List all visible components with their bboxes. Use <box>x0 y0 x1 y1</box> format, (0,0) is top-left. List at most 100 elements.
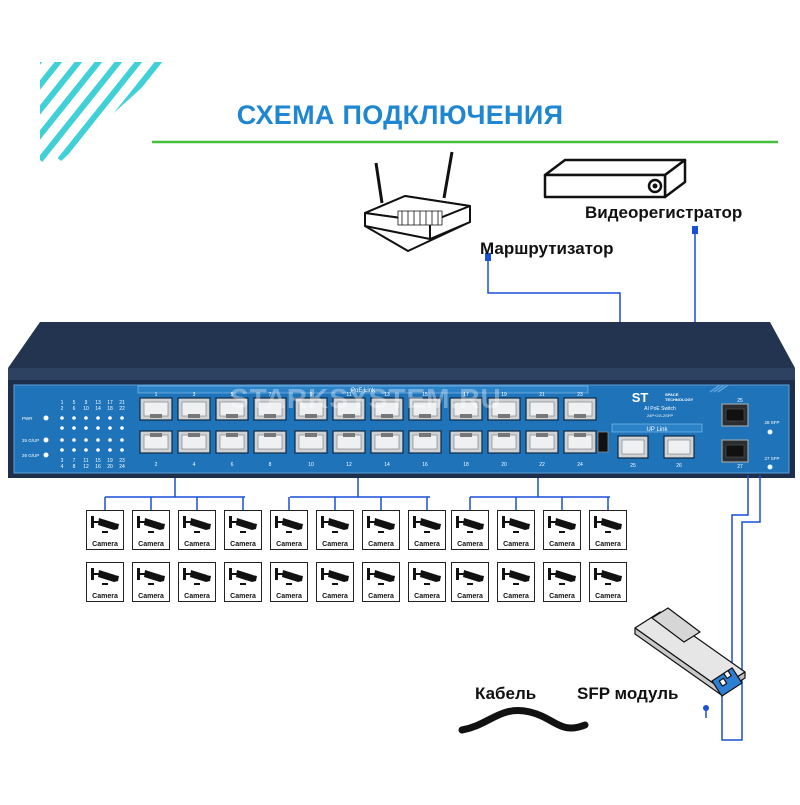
rj45-port-socket <box>336 434 362 450</box>
cctv-camera-icon <box>502 568 530 585</box>
camera-tile: Camera <box>589 510 627 550</box>
camera-label: Camera <box>184 593 210 600</box>
router-plug <box>485 253 491 261</box>
led-number: 17 <box>107 400 113 406</box>
led-number: 23 <box>119 458 125 464</box>
rj45-port-latch <box>536 414 548 418</box>
status-led <box>43 452 49 458</box>
uplink-port-socket <box>667 439 691 455</box>
rj45-port-socket <box>143 434 169 450</box>
led-number: 2 <box>61 406 64 412</box>
rj45-port-latch <box>343 414 355 418</box>
poe-switch <box>8 322 795 478</box>
rj45-port-latch <box>381 433 393 437</box>
port-led <box>60 426 64 430</box>
sfp-cable <box>705 475 761 741</box>
cctv-camera-icon <box>229 516 257 533</box>
camera-label: Camera <box>414 541 440 548</box>
camera-label: Camera <box>595 541 621 548</box>
dvr-icon <box>543 158 687 199</box>
camera-label: Camera <box>230 593 256 600</box>
led-label: 25 G/UP <box>22 438 39 443</box>
rj45-port-latch <box>188 414 200 418</box>
sfp-led <box>767 464 773 470</box>
port-led <box>60 416 64 420</box>
led-label: 26 G/UP <box>22 453 39 458</box>
cctv-camera-icon <box>456 516 484 533</box>
rj45-port-socket <box>143 401 169 417</box>
watermark: STARKSYSTEM.RU <box>230 383 502 414</box>
port-led <box>108 416 112 420</box>
switch-ports <box>43 397 773 470</box>
rj45-port-latch <box>536 433 548 437</box>
port-number-top: 3 <box>193 392 196 398</box>
rj45-port-latch <box>498 433 510 437</box>
port-number-bottom: 4 <box>193 462 196 468</box>
rj45-port-socket <box>257 434 283 450</box>
cctv-camera-icon <box>229 568 257 585</box>
cctv-camera-icon <box>275 516 303 533</box>
rj45-port-latch <box>343 433 355 437</box>
rj45-port-socket <box>181 401 207 417</box>
camera-tile: Camera <box>362 562 400 602</box>
brand-logo: ST <box>632 390 649 405</box>
rj45-port-socket <box>567 434 593 450</box>
rj45-port-socket <box>491 434 517 450</box>
rj45-port-latch <box>460 414 472 418</box>
router-label: Маршрутизатор <box>480 239 614 258</box>
sfp-slot <box>725 408 745 422</box>
led-number: 12 <box>83 464 89 470</box>
rj45-port-socket <box>298 434 324 450</box>
cctv-camera-icon <box>275 568 303 585</box>
cctv-camera-icon <box>321 568 349 585</box>
cctv-camera-icon <box>594 516 622 533</box>
camera-tile: Camera <box>178 562 216 602</box>
sfp-connector-dot <box>703 705 709 711</box>
rj45-port-latch <box>460 433 472 437</box>
led-number: 5 <box>73 400 76 406</box>
camera-tile: Camera <box>132 562 170 602</box>
cctv-camera-icon <box>413 568 441 585</box>
cctv-camera-icon <box>502 516 530 533</box>
router-icon <box>364 151 471 252</box>
port-number-bottom: 18 <box>463 462 469 468</box>
led-number: 4 <box>61 464 64 470</box>
cctv-camera-icon <box>183 568 211 585</box>
camera-tile: Camera <box>497 510 535 550</box>
dvr-plug <box>692 226 698 234</box>
cctv-camera-icon <box>91 568 119 585</box>
camera-tile: Camera <box>224 562 262 602</box>
rj45-port-socket <box>412 434 438 450</box>
led-number: 8 <box>73 464 76 470</box>
rj45-port-latch <box>150 414 162 418</box>
camera-label: Camera <box>322 541 348 548</box>
port-number-top: 15 <box>422 392 428 398</box>
camera-tile: Camera <box>316 562 354 602</box>
camera-tile: Camera <box>362 510 400 550</box>
model-code: 24P+2G-2SFP <box>647 413 673 418</box>
dvr-label: Видеорегистратор <box>585 203 743 222</box>
rj45-port-latch <box>498 414 510 418</box>
cctv-camera-icon <box>594 568 622 585</box>
rj45-port-latch <box>264 414 276 418</box>
model-name: AI PoE Switch <box>644 406 676 412</box>
sfp-label: 28 SFP <box>764 420 779 425</box>
page-title: СХЕМА ПОДКЛЮЧЕНИЯ <box>236 100 564 130</box>
uplink-port-number: 25 <box>630 463 636 469</box>
port-number-bottom: 8 <box>269 462 272 468</box>
port-led <box>120 416 124 420</box>
port-number-bottom: 12 <box>346 462 352 468</box>
camera-tile: Camera <box>589 562 627 602</box>
camera-tile: Camera <box>497 562 535 602</box>
camera-tile: Camera <box>543 510 581 550</box>
camera-tile: Camera <box>408 510 446 550</box>
camera-tile: Camera <box>178 510 216 550</box>
camera-label: Camera <box>503 593 529 600</box>
sfp-number: 25 <box>737 398 743 404</box>
led-number: 18 <box>107 406 113 412</box>
cctv-camera-icon <box>456 568 484 585</box>
rj45-port-socket <box>219 434 245 450</box>
port-number-bottom: 2 <box>155 462 158 468</box>
uplink-port-socket <box>621 439 645 455</box>
